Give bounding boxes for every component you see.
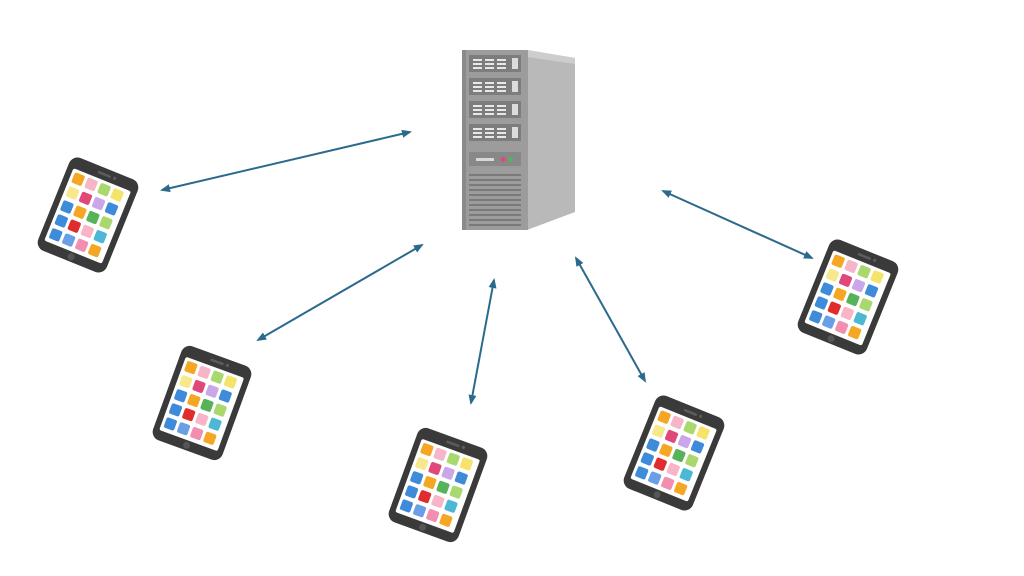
smartphone-icon xyxy=(620,392,728,514)
smartphone-icon xyxy=(150,343,254,463)
connection-arrow-client-4 xyxy=(575,256,646,383)
connection-arrow-client-5 xyxy=(661,190,814,259)
smartphone-icon xyxy=(34,154,142,276)
server-vent-grille xyxy=(469,174,521,226)
connection-arrow-client-1 xyxy=(160,129,412,193)
smartphone-icon xyxy=(386,425,490,545)
connection-arrow-client-2 xyxy=(256,243,424,342)
connection-arrows xyxy=(160,129,814,405)
server-led-red xyxy=(500,157,506,162)
connection-arrow-client-3 xyxy=(468,278,497,405)
server-drive-bays xyxy=(469,55,521,141)
server-led-green xyxy=(508,157,514,162)
server-tower-icon xyxy=(462,50,575,230)
server-control-panel xyxy=(469,152,521,166)
smartphone-icon xyxy=(794,236,902,358)
